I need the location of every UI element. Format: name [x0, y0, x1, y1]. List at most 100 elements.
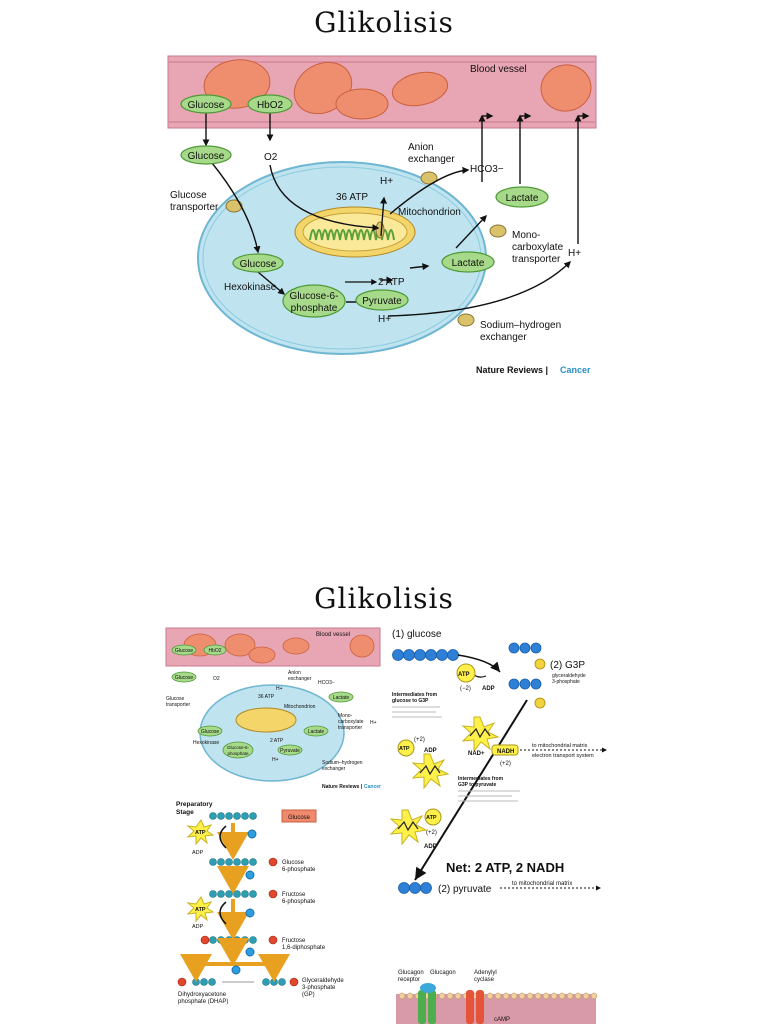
atp-2: ATP [399, 746, 410, 752]
mini-nhe-2: exchanger [322, 766, 346, 772]
adenylyl-cyclase-2: cyclase [474, 977, 495, 983]
prep-adp-2: ADP [192, 924, 204, 930]
adp-2: ADP [424, 748, 437, 754]
hexokinase-label: Hexokinase [224, 282, 277, 293]
atp-1: ATP [458, 672, 470, 678]
atp-3: ATP [426, 815, 437, 821]
glucose-vessel-label: Glucose [188, 100, 225, 111]
anion-exchanger-label-2: exchanger [408, 154, 455, 165]
anion-exchanger-label-1: Anion [408, 142, 434, 153]
nhe-label-1: Sodium–hydrogen [480, 320, 561, 331]
mini-hbo2: HbO2 [208, 648, 221, 654]
mini-credit-source: Nature Reviews | [322, 784, 363, 790]
membrane-transporters [225, 171, 507, 327]
slide2-mini-figure: Blood vessel Glucose HbO2 Glucose O2 Glu… [165, 627, 381, 790]
plus2-atp2: (+2) [426, 830, 437, 836]
glucose6p-1: Glucose [282, 860, 305, 866]
gap-1: Glyceraldehyde [302, 978, 344, 984]
step2-g3p: (2) G3P [550, 660, 585, 671]
fructose6p-1: Fructose [282, 892, 306, 898]
prep-stage-2: Stage [176, 809, 194, 816]
to-matrix-ets-2: electron transport system [532, 753, 594, 759]
glucagon-label: Glucagon [430, 970, 456, 976]
mini-glucose-transporter-2: transporter [166, 702, 191, 708]
hplus-bottom-label: H+ [378, 314, 391, 325]
fructose16-1: Fructose [282, 938, 306, 944]
nadh-label: NADH [497, 749, 514, 755]
nhe-label-2: exchanger [480, 332, 527, 343]
mini-g6p-2: phosphate [227, 751, 249, 756]
lactate-top-label: Lactate [506, 193, 539, 204]
mini-glucose-2: Glucose [175, 675, 194, 681]
g3p-sub-2: 3-phosphate [552, 679, 580, 685]
mini-hplus-right: H+ [370, 720, 377, 726]
mitochondrion-label: Mitochondrion [398, 207, 461, 218]
step1-glucose: (1) glucose [392, 629, 442, 640]
g6p-label-1: Glucose-6- [290, 291, 339, 302]
mct-label-1: Mono- [512, 230, 540, 241]
dhap-2: phosphate (DHAP) [178, 999, 228, 1005]
adp-3: ADP [424, 844, 437, 850]
hco3-label: HCO3− [470, 164, 504, 175]
mini-mct-2: carboxylate [338, 719, 364, 725]
mini-anion-1: Anion [288, 670, 301, 676]
glucose6p-2: 6-phosphate [282, 867, 316, 873]
glucose-box-label: Glucose [288, 815, 311, 821]
blood-vessel-label: Blood vessel [470, 64, 527, 75]
fructose16-2: 1,6-diphosphate [282, 945, 326, 951]
glucose-intracellular-label: Glucose [240, 259, 277, 270]
lactate-intracellular-label: Lactate [452, 258, 485, 269]
mini-o2: O2 [213, 676, 220, 682]
intermediates2-1: Intermediates from [458, 776, 504, 782]
slide2-title: Glikolisis [314, 582, 454, 615]
mini-hplus-bottom: H+ [272, 757, 279, 763]
mini-blood-vessel: Blood vessel [316, 632, 350, 638]
mini-hexokinase: Hexokinase [193, 740, 219, 746]
glycolysis-overview: (1) glucose ATP (−2) ADP (2) G3P glycera… [389, 629, 607, 895]
prep-stage-1: Preparatory [176, 801, 213, 808]
pyruvate-label: Pyruvate [362, 296, 402, 307]
mini-hplus-top: H+ [276, 686, 283, 692]
mini-mct-1: Mono- [338, 713, 353, 719]
g6p-label-2: phosphate [291, 303, 338, 314]
o2-label: O2 [264, 152, 278, 163]
mini-atp2: 2 ATP [270, 738, 284, 744]
glucagon-receptor-1: Glucagon [398, 970, 424, 976]
adenylyl-cyclase-1: Adenylyl [474, 970, 497, 976]
mini-mitochondrion: Mitochondrion [284, 704, 316, 710]
glucose-extracellular-label: Glucose [188, 151, 225, 162]
mct-label-3: transporter [512, 254, 561, 265]
mini-atp36: 36 ATP [258, 694, 275, 700]
mini-glucose-transporter-1: Glucose [166, 696, 185, 702]
mini-glucose-in: Glucose [201, 729, 220, 735]
mini-mct-3: transporter [338, 725, 363, 731]
atp2-label: 2 ATP [378, 277, 405, 288]
glucagon-receptor-2: receptor [398, 977, 420, 983]
fructose6p-2: 6-phosphate [282, 899, 316, 905]
hplus-top-label: H+ [380, 176, 393, 187]
prep-adp-1: ADP [192, 850, 204, 856]
dhap-1: Dihydroxyacetone [178, 992, 227, 998]
g3p-sub-1: glyceraldehyde [552, 673, 586, 679]
prep-atp-1: ATP [195, 830, 206, 836]
intermediates1-1: Intermediates from [392, 692, 438, 698]
mct-label-2: carboxylate [512, 242, 564, 253]
mini-g6p-1: Glucose-6- [227, 745, 250, 750]
credit-source: Nature Reviews | [476, 365, 548, 375]
slide1-title: Glikolisis [314, 6, 454, 39]
preparatory-stage: Preparatory Stage Glucose [176, 801, 344, 1005]
glucagon-signaling: Glucagon receptor Glucagon Adenylyl cycl… [396, 970, 598, 1024]
mini-glucose: Glucose [175, 648, 194, 654]
atp36-label: 36 ATP [336, 192, 368, 203]
net-label: Net: 2 ATP, 2 NADH [446, 860, 564, 875]
mini-pyruvate: Pyruvate [280, 748, 300, 754]
glucose-transporter-label-2: transporter [170, 202, 219, 213]
mini-credit-journal: Cancer [364, 784, 381, 790]
credit-journal: Cancer [560, 365, 591, 375]
slide1-diagram: Blood vessel [167, 55, 597, 375]
camp-label: cAMP [494, 1017, 510, 1023]
plus2-nadh: (+2) [500, 761, 511, 767]
to-matrix-ets-1: to mitochondrial matrix [532, 743, 588, 749]
adp-1: ADP [482, 686, 495, 692]
